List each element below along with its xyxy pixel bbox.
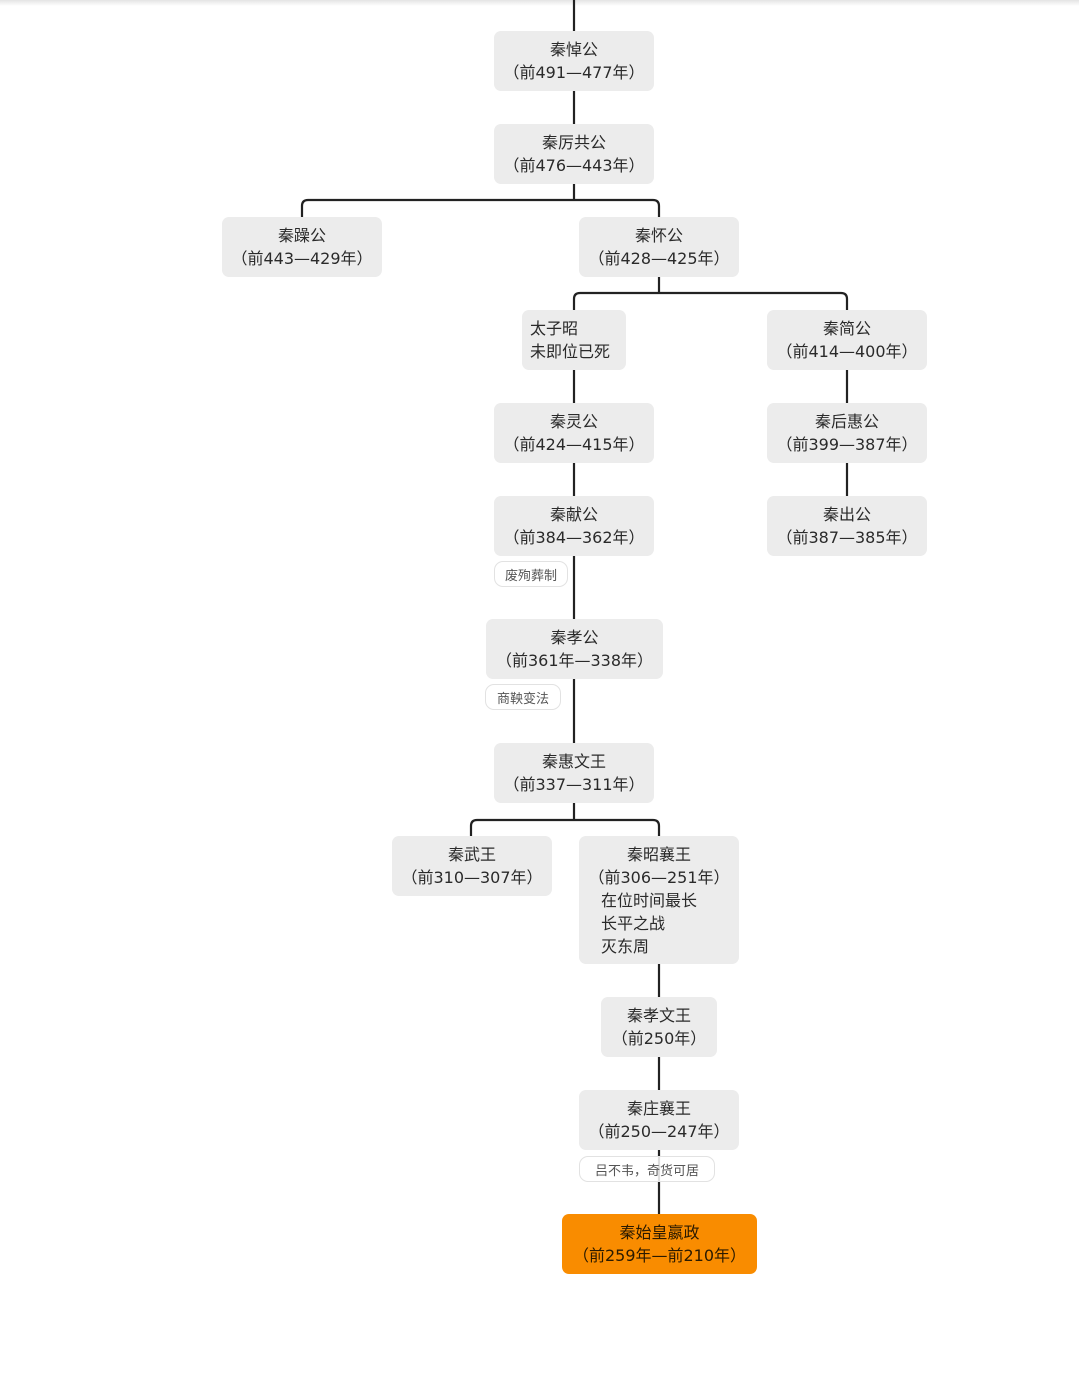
node-name: 秦躁公 [277,226,326,245]
node-note: 在位时间最长 [601,890,698,910]
node-taizi-zhao[interactable]: 太子昭 未即位已死 [522,310,626,370]
node-qin-xiaogong[interactable]: 秦孝公 （前361年—338年） [486,619,663,679]
node-name: 秦昭襄王 [626,844,691,864]
node-qin-zhuangxiangwang[interactable]: 秦庄襄王 （前250—247年） [579,1090,739,1150]
node-years: （前414—400年） [776,342,918,361]
tag-shang-yang-reform[interactable]: 商鞅变法 [485,684,561,710]
node-qin-huaigong[interactable]: 秦怀公 （前428—425年） [579,217,739,277]
node-qin-linggong[interactable]: 秦灵公 （前424—415年） [494,403,654,463]
node-note: 长平之战 [601,913,666,933]
node-qin-shihuang[interactable]: 秦始皇嬴政 （前259年—前210年） [562,1214,757,1274]
node-qin-houhuigong[interactable]: 秦后惠公 （前399—387年） [767,403,927,463]
node-name: 秦怀公 [634,226,683,245]
node-qin-huiwenwang[interactable]: 秦惠文王 （前337—311年） [494,743,654,803]
node-years: （前337—311年） [503,775,645,794]
node-note: 未即位已死 [530,342,611,361]
link [300,198,661,217]
node-name: 秦后惠公 [814,412,879,431]
node-note: 灭东周 [601,936,650,956]
link [469,818,661,836]
node-name: 秦武王 [447,845,496,864]
node-qin-daogong[interactable]: 秦悼公 （前491—477年） [494,31,654,91]
node-name: 秦悼公 [549,40,598,59]
node-years: （前443—429年） [231,249,373,268]
node-qin-jiangong[interactable]: 秦简公 （前414—400年） [767,310,927,370]
node-qin-zaogong[interactable]: 秦躁公 （前443—429年） [222,217,382,277]
node-years: （前250—247年） [588,1122,730,1141]
node-years: （前424—415年） [503,435,645,454]
node-qin-xiaowenwang[interactable]: 秦孝文王 （前250年） [601,997,717,1057]
node-years: （前428—425年） [588,249,730,268]
node-qin-zhaoxiangwang[interactable]: 秦昭襄王 （前306—251年） 在位时间最长 长平之战 灭东周 [579,836,739,964]
node-years: （前306—251年） [588,867,730,887]
node-years: （前387—385年） [776,528,918,547]
node-name: 秦献公 [549,505,598,524]
node-years: （前310—307年） [401,868,543,887]
node-years: （前491—477年） [503,63,645,82]
node-name: 秦惠文王 [541,752,606,771]
node-name: 秦出公 [822,505,871,524]
node-name: 秦灵公 [549,412,598,431]
tag-abolish-human-sacrifice[interactable]: 废殉葬制 [494,561,568,587]
top-toolbar-shadow [0,0,1079,6]
node-years: （前250年） [611,1029,707,1048]
link [572,291,849,310]
node-qin-ligonggong[interactable]: 秦厉共公 （前476—443年） [494,124,654,184]
tag-lu-buwei[interactable]: 吕不韦，奇货可居 [579,1156,715,1182]
node-name: 秦孝公 [550,628,599,647]
node-name: 秦庄襄王 [626,1099,691,1118]
node-name: 秦孝文王 [626,1006,691,1025]
node-name: 太子昭 [530,319,579,338]
node-qin-xiangong[interactable]: 秦献公 （前384—362年） [494,496,654,556]
node-years: （前259年—前210年） [572,1246,747,1265]
node-years: （前399—387年） [776,435,918,454]
node-name: 秦厉共公 [541,133,606,152]
node-qin-chugong[interactable]: 秦出公 （前387—385年） [767,496,927,556]
node-years: （前476—443年） [503,156,645,175]
node-years: （前361年—338年） [495,651,654,670]
node-years: （前384—362年） [503,528,645,547]
node-name: 秦简公 [822,319,871,338]
node-qin-wuwang[interactable]: 秦武王 （前310—307年） [392,836,552,896]
node-name: 秦始皇嬴政 [619,1223,700,1242]
